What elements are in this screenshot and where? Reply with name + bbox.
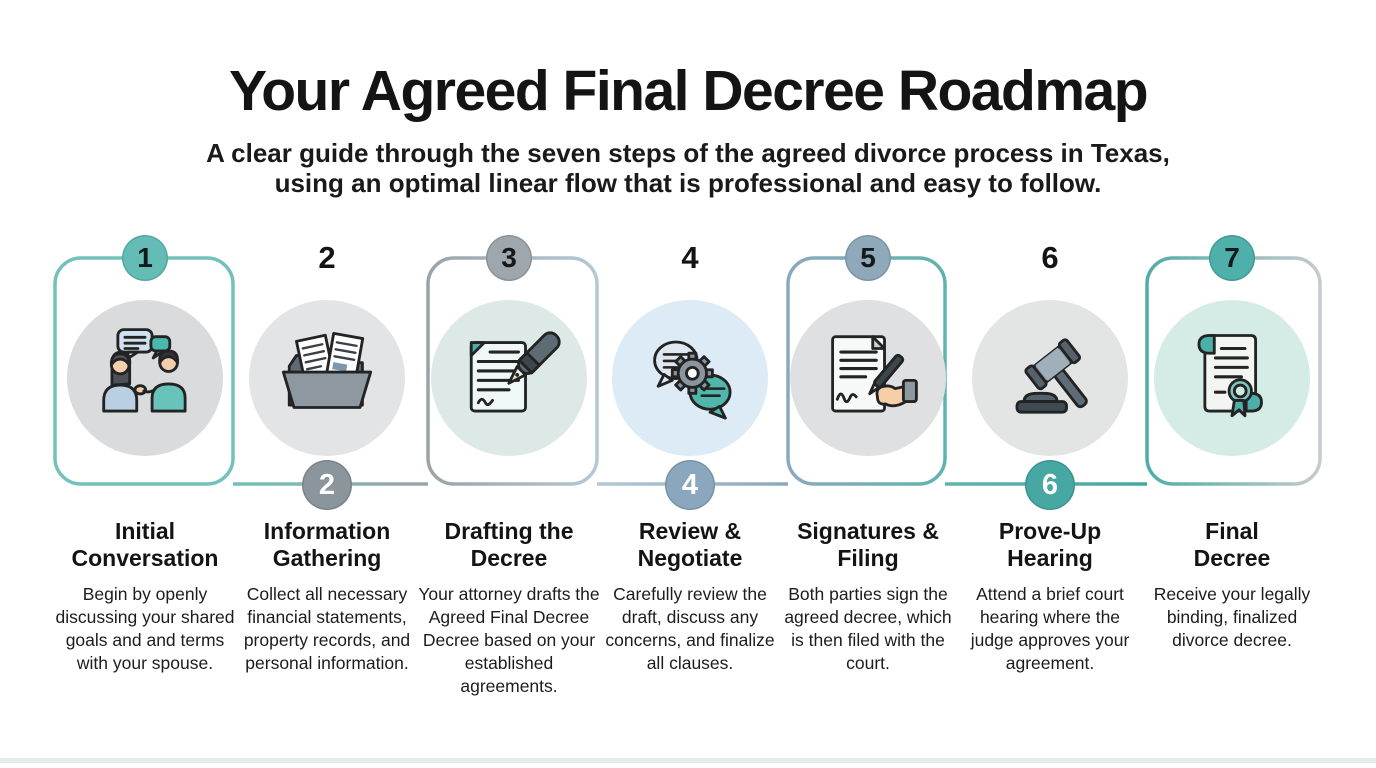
step-number-badge: 4 bbox=[665, 460, 715, 510]
step-description: Carefully review the draft, discuss any … bbox=[605, 583, 775, 673]
step-title: Signatures & Filing bbox=[797, 518, 939, 571]
step-number: 4 bbox=[681, 240, 699, 275]
step-6: 6 6 Prove-Up Hearing Attend a br bbox=[958, 230, 1142, 675]
step-number-badge: 5 bbox=[845, 235, 891, 281]
step-number-row: 4 bbox=[598, 230, 782, 286]
bottom-edge-strip bbox=[0, 758, 1376, 763]
step-number-badge: 2 bbox=[302, 460, 352, 510]
step-description: Receive your legally binding, finalized … bbox=[1153, 583, 1311, 650]
step-5: 5 bbox=[776, 230, 960, 675]
step-number-row: 6 bbox=[958, 230, 1142, 286]
step-description: Collect all necessary financial statemen… bbox=[243, 583, 411, 673]
step-description: Your attorney drafts the Agreed Final De… bbox=[418, 583, 600, 696]
page-subtitle: A clear guide through the seven steps of… bbox=[206, 138, 1170, 199]
step-title: Information Gathering bbox=[263, 518, 391, 571]
step-title: Review & Negotiate bbox=[637, 518, 743, 571]
step-1: 1 bbox=[53, 230, 237, 675]
gavel-icon bbox=[972, 300, 1128, 456]
certificate-icon bbox=[1154, 300, 1310, 456]
document-signing-icon bbox=[790, 300, 946, 456]
step-description: Both parties sign the agreed decree, whi… bbox=[784, 583, 952, 673]
document-pen-icon bbox=[431, 300, 587, 456]
step-title: Prove-Up Hearing bbox=[998, 518, 1102, 571]
page-title: Your Agreed Final Decree Roadmap bbox=[228, 59, 1149, 123]
folder-documents-icon bbox=[249, 300, 405, 456]
speech-bubbles-gear-icon bbox=[612, 300, 768, 456]
step-number-row: 2 bbox=[235, 230, 419, 286]
step-title: Drafting the Decree bbox=[444, 518, 574, 571]
step-7: 7 Final Decree Receive y bbox=[1140, 230, 1324, 652]
conversation-icon bbox=[67, 300, 223, 456]
step-3: 3 bbox=[417, 230, 601, 697]
step-title: Initial Conversation bbox=[71, 518, 219, 571]
step-number-row: 5 bbox=[776, 230, 960, 286]
step-number: 6 bbox=[1041, 240, 1059, 275]
step-number-row: 1 bbox=[53, 230, 237, 286]
step-description: Begin by openly discussing your shared g… bbox=[55, 583, 235, 673]
step-2: 2 bbox=[235, 230, 419, 675]
step-number-row: 7 bbox=[1140, 230, 1324, 286]
step-description: Attend a brief court hearing where the j… bbox=[970, 583, 1130, 673]
step-number-badge: 6 bbox=[1025, 460, 1075, 510]
header: Your Agreed Final Decree Roadmap A clear… bbox=[0, 58, 1376, 198]
step-number: 2 bbox=[318, 240, 336, 275]
step-number-badge: 1 bbox=[122, 235, 168, 281]
step-number-row: 3 bbox=[417, 230, 601, 286]
step-4: 4 bbox=[598, 230, 782, 675]
step-title: Final Decree bbox=[1193, 518, 1271, 571]
step-number-badge: 7 bbox=[1209, 235, 1255, 281]
step-number-badge: 3 bbox=[486, 235, 532, 281]
